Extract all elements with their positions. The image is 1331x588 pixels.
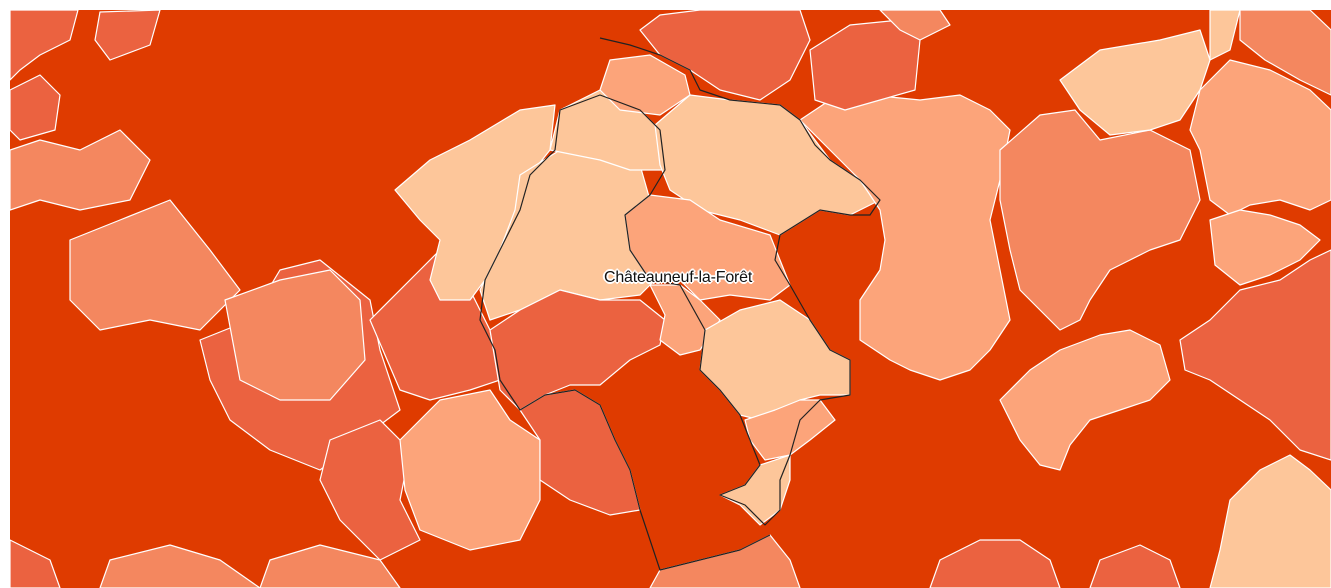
commune-region[interactable] <box>999 109 1201 331</box>
choropleth-map[interactable]: Châteauneuf-la-Forêt <box>10 10 1331 588</box>
commune-region[interactable] <box>1189 59 1331 216</box>
commune-region[interactable] <box>99 544 261 588</box>
commune-region[interactable] <box>1209 10 1241 61</box>
commune-region[interactable] <box>1209 454 1331 588</box>
commune-label[interactable]: Châteauneuf-la-Forêt <box>604 269 753 286</box>
commune-region[interactable] <box>1209 209 1321 286</box>
commune-region[interactable] <box>744 399 836 461</box>
commune-region[interactable] <box>999 329 1171 471</box>
commune-layer <box>10 10 1331 588</box>
commune-region[interactable] <box>94 10 161 61</box>
commune-region[interactable] <box>1239 10 1331 96</box>
map-canvas[interactable] <box>10 10 1331 588</box>
commune-region[interactable] <box>879 10 951 41</box>
commune-region[interactable] <box>69 199 241 331</box>
commune-region[interactable] <box>929 539 1061 588</box>
commune-region[interactable] <box>799 94 1011 381</box>
commune-region[interactable] <box>599 54 691 116</box>
commune-region[interactable] <box>10 539 61 588</box>
commune-region[interactable] <box>1089 544 1181 588</box>
commune-region[interactable] <box>259 544 401 588</box>
commune-region[interactable] <box>10 10 79 81</box>
commune-region[interactable] <box>809 19 921 111</box>
commune-region[interactable] <box>10 129 151 211</box>
commune-region[interactable] <box>224 269 366 401</box>
commune-region[interactable] <box>319 419 421 561</box>
commune-region[interactable] <box>649 284 721 356</box>
commune-region[interactable] <box>10 74 61 141</box>
highlighted-commune-border <box>479 37 881 571</box>
commune-region[interactable] <box>624 194 791 301</box>
commune-region[interactable] <box>399 389 541 551</box>
commune-region[interactable] <box>1179 249 1331 461</box>
